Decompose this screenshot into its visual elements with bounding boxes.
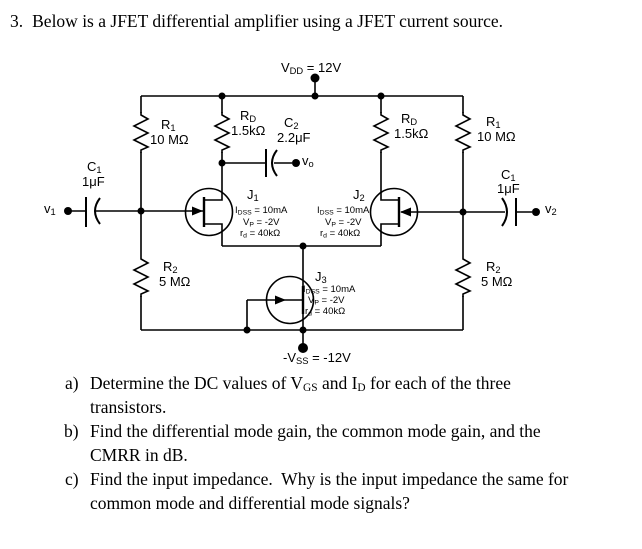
question-b-line2: CMRR in dB.	[90, 445, 188, 465]
capacitor-c1-left	[68, 197, 203, 227]
junction-dot	[218, 92, 226, 100]
j1-name: J1	[247, 187, 259, 204]
junction-dot	[377, 92, 385, 100]
resistor-rd-left	[213, 112, 231, 153]
jfet-j2	[369, 152, 463, 246]
question-b-line1: Find the differential mode gain, the com…	[90, 421, 541, 441]
problem-statement: Below is a JFET differential amplifier u…	[32, 11, 504, 31]
jfet-j1	[184, 163, 234, 246]
j1-vp: VP = -2V	[243, 217, 280, 229]
r2-right-name: R2	[486, 259, 501, 276]
c2-name: C2	[284, 115, 299, 132]
question-c-line1: Find the input impedance. Why is the inp…	[90, 469, 569, 489]
j3-rd: rd = 40kΩ	[305, 306, 346, 318]
j2-rd: rd = 40kΩ	[320, 228, 361, 240]
junction-dot	[137, 207, 145, 215]
terminal-v1-dot	[64, 207, 72, 215]
resistor-r1-left	[132, 112, 150, 153]
j2-vp: VP = -2V	[325, 217, 362, 229]
junction-dot	[243, 326, 251, 334]
problem-number: 3.	[10, 11, 24, 31]
terminal-v2-label: v2	[545, 201, 557, 218]
j1-rd: rd = 40kΩ	[240, 228, 281, 240]
j3-idss: IDSS = 10mA	[303, 284, 356, 296]
terminal-vo-label: vo	[302, 153, 314, 170]
question-c-line2: common mode and differential mode signal…	[90, 493, 410, 513]
c1-left-name: C1	[87, 159, 102, 176]
junction-dot	[299, 326, 307, 334]
r2-left-value: 5 MΩ	[159, 274, 191, 289]
rd-left-name: RD	[240, 108, 257, 125]
rd-right-value: 1.5kΩ	[394, 126, 429, 141]
jfet-j3-gate-arrow-icon	[275, 295, 286, 305]
jfet-j2-drain	[380, 152, 399, 201]
jfet-j1-drain	[204, 163, 223, 201]
wire-source-join	[222, 245, 381, 287]
vss-label: -VSS = -12V	[283, 350, 351, 367]
r1-right-name: R1	[486, 114, 501, 131]
jfet-j2-gate-arrow-icon	[400, 207, 411, 217]
rd-right-name: RD	[401, 111, 418, 128]
question-a-label: a)	[65, 373, 79, 393]
c1-right-value: 1μF	[497, 181, 520, 196]
r1-left-value: 10 MΩ	[150, 132, 189, 147]
j1-idss: IDSS = 10mA	[235, 205, 288, 217]
c2-value: 2.2μF	[277, 130, 311, 145]
junction-dot	[459, 208, 467, 216]
resistor-r1-right	[454, 112, 472, 153]
r2-left-name: R2	[163, 259, 178, 276]
jfet-j1-source	[204, 223, 223, 246]
capacitor-c1-right	[463, 197, 532, 227]
j2-name: J2	[353, 187, 365, 204]
jfet-j3	[246, 275, 315, 330]
capacitor-c2	[222, 149, 292, 177]
question-b-label: b)	[64, 421, 79, 441]
r1-left-name: R1	[161, 117, 176, 134]
jfet-j2-source	[380, 223, 399, 246]
r2-right-value: 5 MΩ	[481, 274, 513, 289]
jfet-j1-gate-arrow-icon	[192, 206, 203, 216]
terminal-v2-dot	[532, 208, 540, 216]
j2-idss: IDSS = 10mA	[317, 205, 370, 217]
junction-dot	[218, 159, 226, 167]
c1-right-name: C1	[501, 167, 516, 184]
question-c-label: c)	[65, 469, 79, 489]
resistor-r2-left	[132, 256, 150, 297]
terminal-vo-dot	[292, 159, 300, 167]
c1-left-value: 1μF	[82, 174, 105, 189]
resistor-r2-right	[454, 256, 472, 297]
vss-terminal-dot	[298, 343, 308, 353]
junction-dot	[311, 92, 319, 100]
terminal-v1-label: v1	[44, 201, 56, 218]
vdd-label: VDD = 12V	[281, 60, 342, 77]
rd-left-value: 1.5kΩ	[231, 123, 266, 138]
question-a-line2: transistors.	[90, 397, 167, 417]
problem-title: 3. Below is a JFET differential amplifier…	[10, 11, 503, 31]
question-a-line1: Determine the DC values of VGS and ID fo…	[90, 373, 511, 395]
junction-dot	[299, 242, 307, 250]
r1-right-value: 10 MΩ	[477, 129, 516, 144]
resistor-rd-right	[372, 112, 390, 153]
vdd-terminal-dot	[310, 73, 320, 83]
j3-name: J3	[315, 269, 327, 286]
j3-vp: VP = -2V	[308, 295, 345, 307]
